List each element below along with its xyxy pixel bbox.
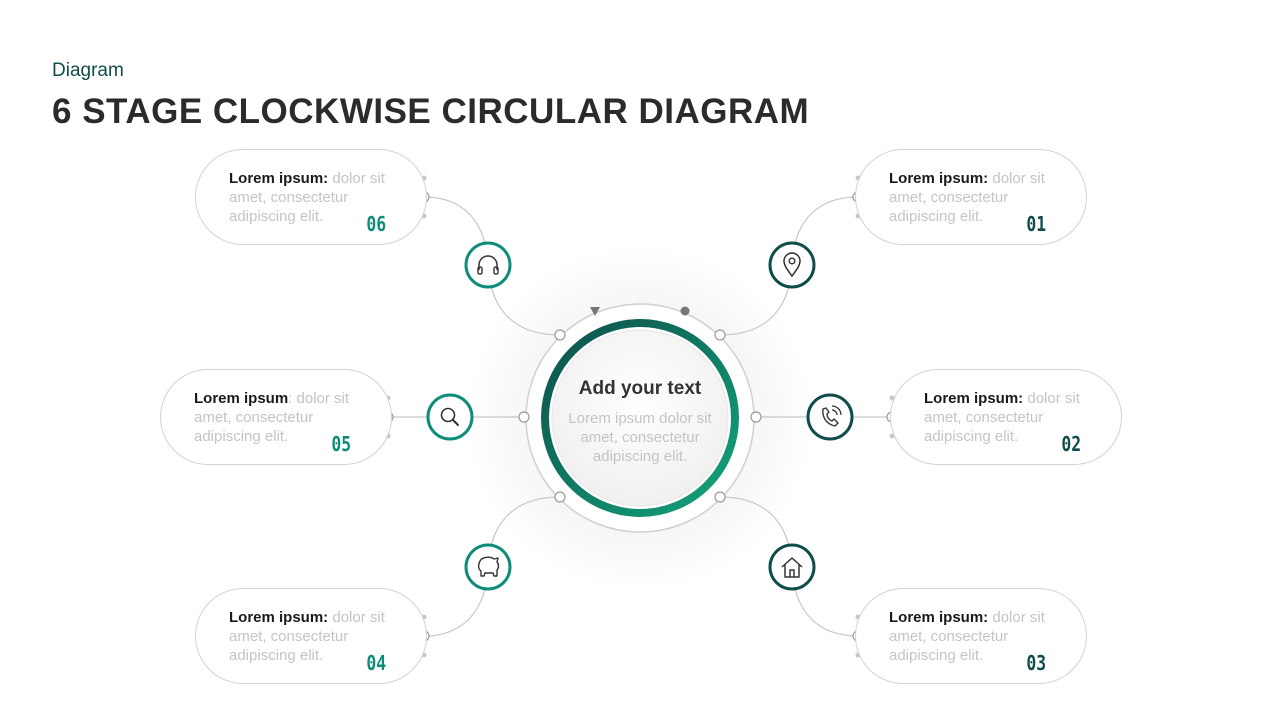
ring-nodes (518, 329, 762, 503)
connectors (388, 196, 892, 637)
stage-body: dolor sit amet, consectetur adipiscing e… (889, 170, 1045, 225)
stage-card-01: Lorem ipsum: dolor sit amet, consectetur… (855, 149, 1087, 245)
stage-card-02: Lorem ipsum: dolor sit amet, consectetur… (890, 369, 1122, 465)
stage-number: 06 (366, 212, 386, 236)
piggy-bank-icon (464, 543, 512, 591)
gradient-ring (541, 319, 739, 517)
stage-heading: Lorem ipsum: (229, 609, 329, 626)
stage-number: 04 (366, 651, 386, 675)
stage-heading: Lorem ipsum: (889, 609, 989, 626)
stage-heading: Lorem ipsum: (229, 170, 329, 187)
stage-body: dolor sit amet, consectetur adipiscing e… (229, 170, 385, 225)
home-icon (768, 543, 816, 591)
stage-card-03: Lorem ipsum: dolor sit amet, consectetur… (855, 588, 1087, 684)
arrow-marker-icon (590, 307, 600, 316)
stage-number: 02 (1061, 432, 1081, 456)
phone-icon (806, 393, 854, 441)
center-disc-edge (551, 329, 729, 507)
diagram-eyebrow: Diagram (52, 60, 124, 81)
stage-number: 03 (1026, 651, 1046, 675)
stage-number: 05 (331, 432, 351, 456)
stage-card-05: Lorem ipsum: dolor sit amet, consectetur… (160, 369, 392, 465)
stage-card-06: Lorem ipsum: dolor sit amet, consectetur… (195, 149, 427, 245)
stage-body: dolor sit amet, consectetur adipiscing e… (924, 390, 1080, 445)
stage-heading: Lorem ipsum: (889, 170, 989, 187)
page-title: 6 STAGE CLOCKWISE CIRCULAR DIAGRAM (52, 92, 810, 131)
center-disc (552, 330, 728, 506)
stage-number: 01 (1026, 212, 1046, 236)
stage-card-04: Lorem ipsum: dolor sit amet, consectetur… (195, 588, 427, 684)
stage-body: dolor sit amet, consectetur adipiscing e… (889, 609, 1045, 664)
stage-body: : dolor sit amet, consectetur adipiscing… (194, 390, 350, 445)
search-icon (426, 393, 474, 441)
center-title: Add your text (578, 378, 702, 399)
stage-body: dolor sit amet, consectetur adipiscing e… (229, 609, 385, 664)
stage-heading: Lorem ipsum: (924, 390, 1024, 407)
dot-marker (680, 306, 690, 316)
stage-heading: Lorem ipsum (194, 390, 289, 407)
center-label: Add your text Lorem ipsum dolor sit amet… (550, 378, 730, 466)
headphones-icon (464, 241, 512, 289)
location-pin-icon (768, 241, 816, 289)
center-body: Lorem ipsum dolor sit amet, consectetur … (568, 410, 712, 465)
